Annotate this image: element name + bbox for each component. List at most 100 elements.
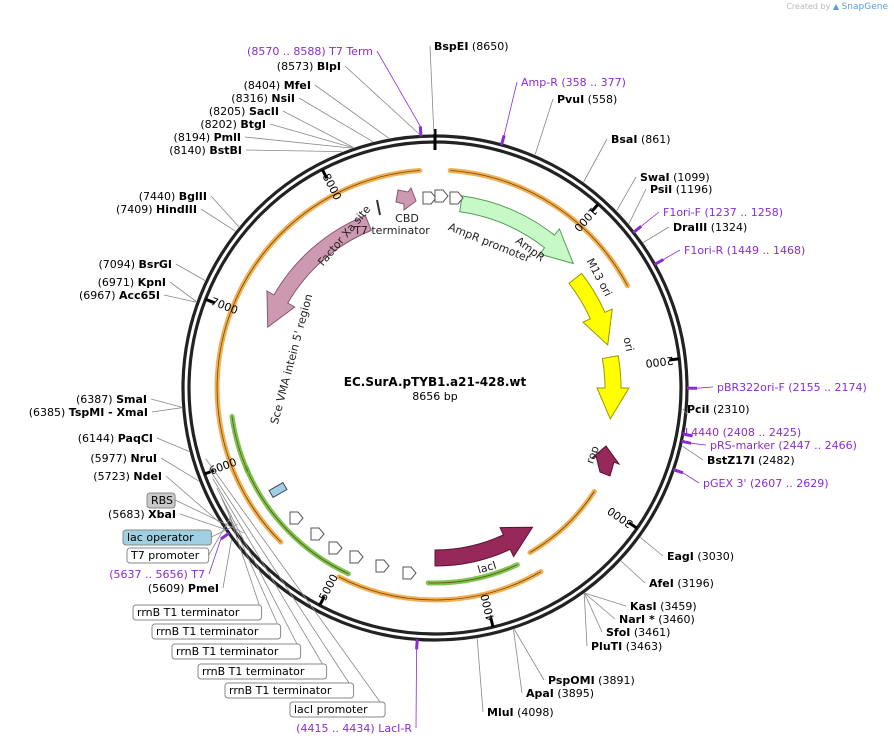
site-position: (6144) bbox=[78, 432, 118, 445]
site-name: XbaI bbox=[148, 508, 176, 521]
boxed-label-text: rrnB T1 terminator bbox=[156, 625, 259, 638]
site-position: (2482) bbox=[755, 454, 795, 467]
site-position: (8316) bbox=[231, 92, 271, 105]
primer-leader-line bbox=[503, 81, 518, 136]
tick-label: 4000 bbox=[478, 593, 497, 623]
primer-name: F1ori-R bbox=[684, 244, 727, 257]
site-position: (8202) bbox=[200, 118, 240, 131]
site-label: MluI (4098) bbox=[487, 706, 554, 719]
primer-leader-line bbox=[680, 431, 693, 437]
orf-arc-laci-edge bbox=[338, 571, 542, 601]
site-label: (7409) HindIII bbox=[116, 203, 197, 216]
tick-mark bbox=[669, 357, 680, 362]
site-leader-line bbox=[222, 539, 232, 589]
site-position: (2310) bbox=[709, 403, 749, 416]
primer-name: pGEX 3' bbox=[703, 477, 750, 490]
boxed-label-text: lac operator bbox=[127, 531, 194, 544]
site-label: KasI (3459) bbox=[630, 600, 697, 613]
primer-name: pBR322ori-F bbox=[717, 381, 788, 394]
orf-arc-green-2-edge bbox=[245, 467, 349, 575]
primer-label: (4415 .. 4434) LacI-R bbox=[296, 722, 412, 735]
snapgene-credit: Created by ▲ SnapGene bbox=[786, 2, 888, 12]
site-label: (7094) BsrGI bbox=[98, 258, 172, 271]
boxed-label-box bbox=[224, 682, 355, 699]
site-position: (5683) bbox=[108, 508, 148, 521]
site-leader-line bbox=[616, 176, 637, 211]
site-position: (8194) bbox=[174, 131, 214, 144]
site-name: ApaI bbox=[526, 687, 554, 700]
site-leader-line bbox=[628, 188, 647, 225]
small-feature-arrow bbox=[349, 550, 364, 564]
boxed-label-leader bbox=[208, 468, 354, 691]
site-name: KasI bbox=[630, 600, 657, 613]
site-position: (1099) bbox=[670, 171, 710, 184]
site-leader-line bbox=[298, 97, 374, 143]
primer-label: pGEX 3' (2607 .. 2629) bbox=[703, 477, 829, 490]
snapgene-logo-icon: ▲ bbox=[832, 2, 840, 11]
site-leader-line bbox=[169, 281, 197, 302]
orf-arc-ampr-edge bbox=[450, 170, 628, 286]
site-position: (3196) bbox=[674, 577, 714, 590]
boxed-label-text: T7 promoter bbox=[130, 549, 200, 562]
tick-mark bbox=[318, 595, 326, 607]
site-position: (1196) bbox=[672, 183, 712, 196]
boxed-label-box bbox=[122, 529, 212, 546]
site-position: (3459) bbox=[657, 600, 697, 613]
ampr-cds-arrow bbox=[459, 195, 575, 265]
site-name: PspOMI bbox=[548, 674, 595, 687]
lac-operator-block bbox=[268, 481, 288, 499]
site-leader-line bbox=[165, 475, 220, 523]
site-name: MfeI bbox=[284, 79, 311, 92]
orf-arc-green-3-edge bbox=[231, 416, 249, 472]
site-name: PaqCI bbox=[118, 432, 153, 445]
factor-xa-site-mark bbox=[376, 199, 381, 216]
site-extra-name: - XmaI bbox=[104, 406, 148, 419]
primer-name: pRS-marker bbox=[710, 439, 778, 452]
small-feature-arrow bbox=[449, 191, 464, 205]
site-label: NarI * (3460) bbox=[619, 613, 695, 626]
site-leader-line bbox=[584, 593, 603, 633]
site-name: SacII bbox=[249, 105, 279, 118]
small-feature-arrow bbox=[434, 189, 449, 203]
site-leader-line bbox=[160, 457, 199, 482]
orf-arc-green-1 bbox=[425, 562, 520, 586]
boxed-label-box bbox=[126, 547, 210, 564]
site-leader-line bbox=[179, 513, 224, 530]
site-name: MluI bbox=[487, 706, 514, 719]
primer-label: pRS-marker (2447 .. 2466) bbox=[710, 439, 857, 452]
primer-mark bbox=[672, 468, 684, 475]
primer-range: (1237 .. 1258) bbox=[704, 206, 783, 219]
site-leader-line bbox=[513, 629, 545, 681]
feature-label: rop bbox=[584, 444, 602, 465]
boxed-label-text: RBS bbox=[151, 494, 173, 507]
boxed-label-leader bbox=[205, 458, 386, 710]
tick-mark bbox=[590, 203, 600, 213]
primer-name: Amp-R bbox=[521, 76, 561, 89]
site-name: TspMI bbox=[69, 406, 105, 419]
site-label: (6385) TspMI - XmaI bbox=[29, 406, 148, 419]
primer-mark bbox=[632, 225, 643, 234]
feature-label: CBD bbox=[395, 212, 419, 225]
site-label: (7440) BglII bbox=[139, 190, 207, 203]
features-layer bbox=[266, 186, 630, 580]
boxed-label-leader bbox=[216, 487, 301, 652]
site-position: (5609) bbox=[148, 582, 188, 595]
primer-label: L4440 (2408 .. 2425) bbox=[685, 426, 801, 439]
site-name: PmeI bbox=[188, 582, 219, 595]
site-label: (8202) BtgI bbox=[200, 118, 266, 131]
site-leader-line bbox=[156, 437, 190, 452]
primer-leader-line bbox=[691, 442, 707, 446]
feature-label: T7 terminator bbox=[353, 224, 430, 237]
primer-mark bbox=[681, 439, 692, 445]
site-leader-line bbox=[245, 149, 343, 152]
site-label: BsaI (861) bbox=[611, 133, 671, 146]
tick-label: 8000 bbox=[320, 171, 344, 202]
site-name: SfoI bbox=[606, 626, 630, 639]
feature-label: lacI bbox=[476, 559, 498, 577]
site-label: SwaI (1099) bbox=[640, 171, 710, 184]
small-feature-arrow bbox=[375, 559, 390, 573]
boxed-label-text: lacI promoter bbox=[294, 703, 368, 716]
primer-mark bbox=[500, 134, 506, 146]
site-name: BsrGI bbox=[139, 258, 172, 271]
